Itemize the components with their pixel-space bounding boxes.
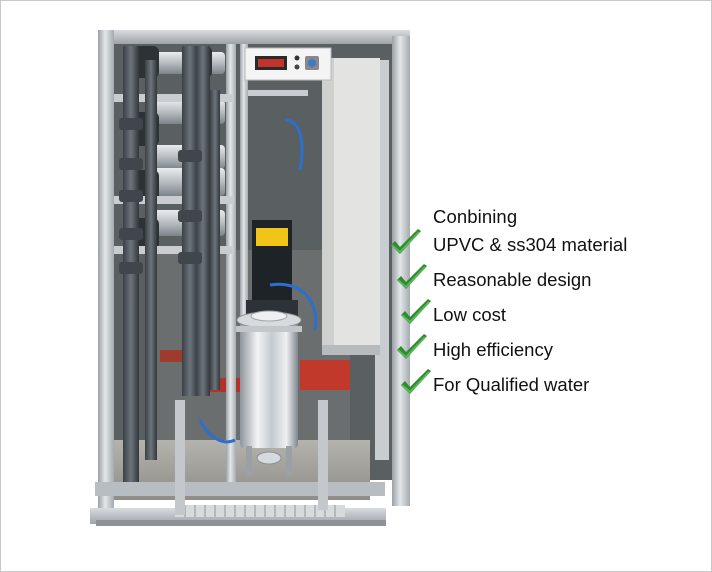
checkmark-icon — [397, 264, 427, 289]
checkmark-icon — [401, 369, 431, 394]
feature-item: High efficiency — [388, 333, 688, 363]
feature-item: Reasonable design — [388, 263, 688, 293]
feature-heading: Conbining — [433, 206, 518, 227]
feature-label: Reasonable design — [433, 269, 592, 290]
feature-item: For Qualified water — [388, 368, 688, 398]
feature-list: Conbining UPVC & ss304 material Reasonab… — [388, 200, 688, 420]
feature-label: UPVC & ss304 material — [433, 234, 628, 255]
checkmark-icon — [391, 229, 421, 254]
feature-item: UPVC & ss304 material — [388, 228, 688, 258]
checkmark-icon — [397, 334, 427, 359]
feature-label: Low cost — [433, 304, 507, 325]
feature-label: High efficiency — [433, 339, 553, 360]
feature-item: Low cost — [388, 298, 688, 328]
feature-label: For Qualified water — [433, 374, 590, 395]
checkmark-icon — [401, 299, 431, 324]
